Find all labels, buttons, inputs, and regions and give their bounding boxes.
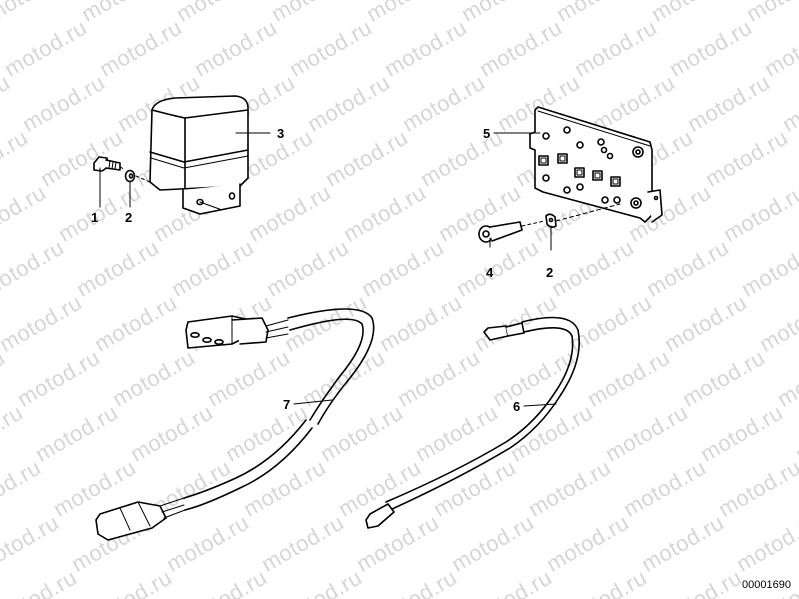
callout-1: 1	[91, 210, 99, 225]
socket-screw-part	[478, 221, 523, 243]
washer-part-left	[124, 169, 136, 183]
callout-4: 4	[486, 265, 494, 280]
callout-6: 6	[513, 399, 521, 414]
callout-2-right: 2	[546, 265, 554, 280]
callout-7: 7	[283, 397, 291, 412]
callout-3: 3	[277, 126, 285, 141]
rectifier-plate-part	[529, 106, 663, 223]
hex-bolt-part	[93, 156, 121, 172]
regulator-part	[149, 95, 249, 215]
callout-5: 5	[483, 126, 491, 141]
cable-6-part	[365, 316, 580, 529]
catalog-number: 00001690	[742, 579, 791, 591]
leader-lines	[99, 132, 557, 407]
washer-part-right	[545, 213, 557, 228]
callout-2-left: 2	[125, 210, 133, 225]
harness-7-part	[95, 308, 375, 541]
